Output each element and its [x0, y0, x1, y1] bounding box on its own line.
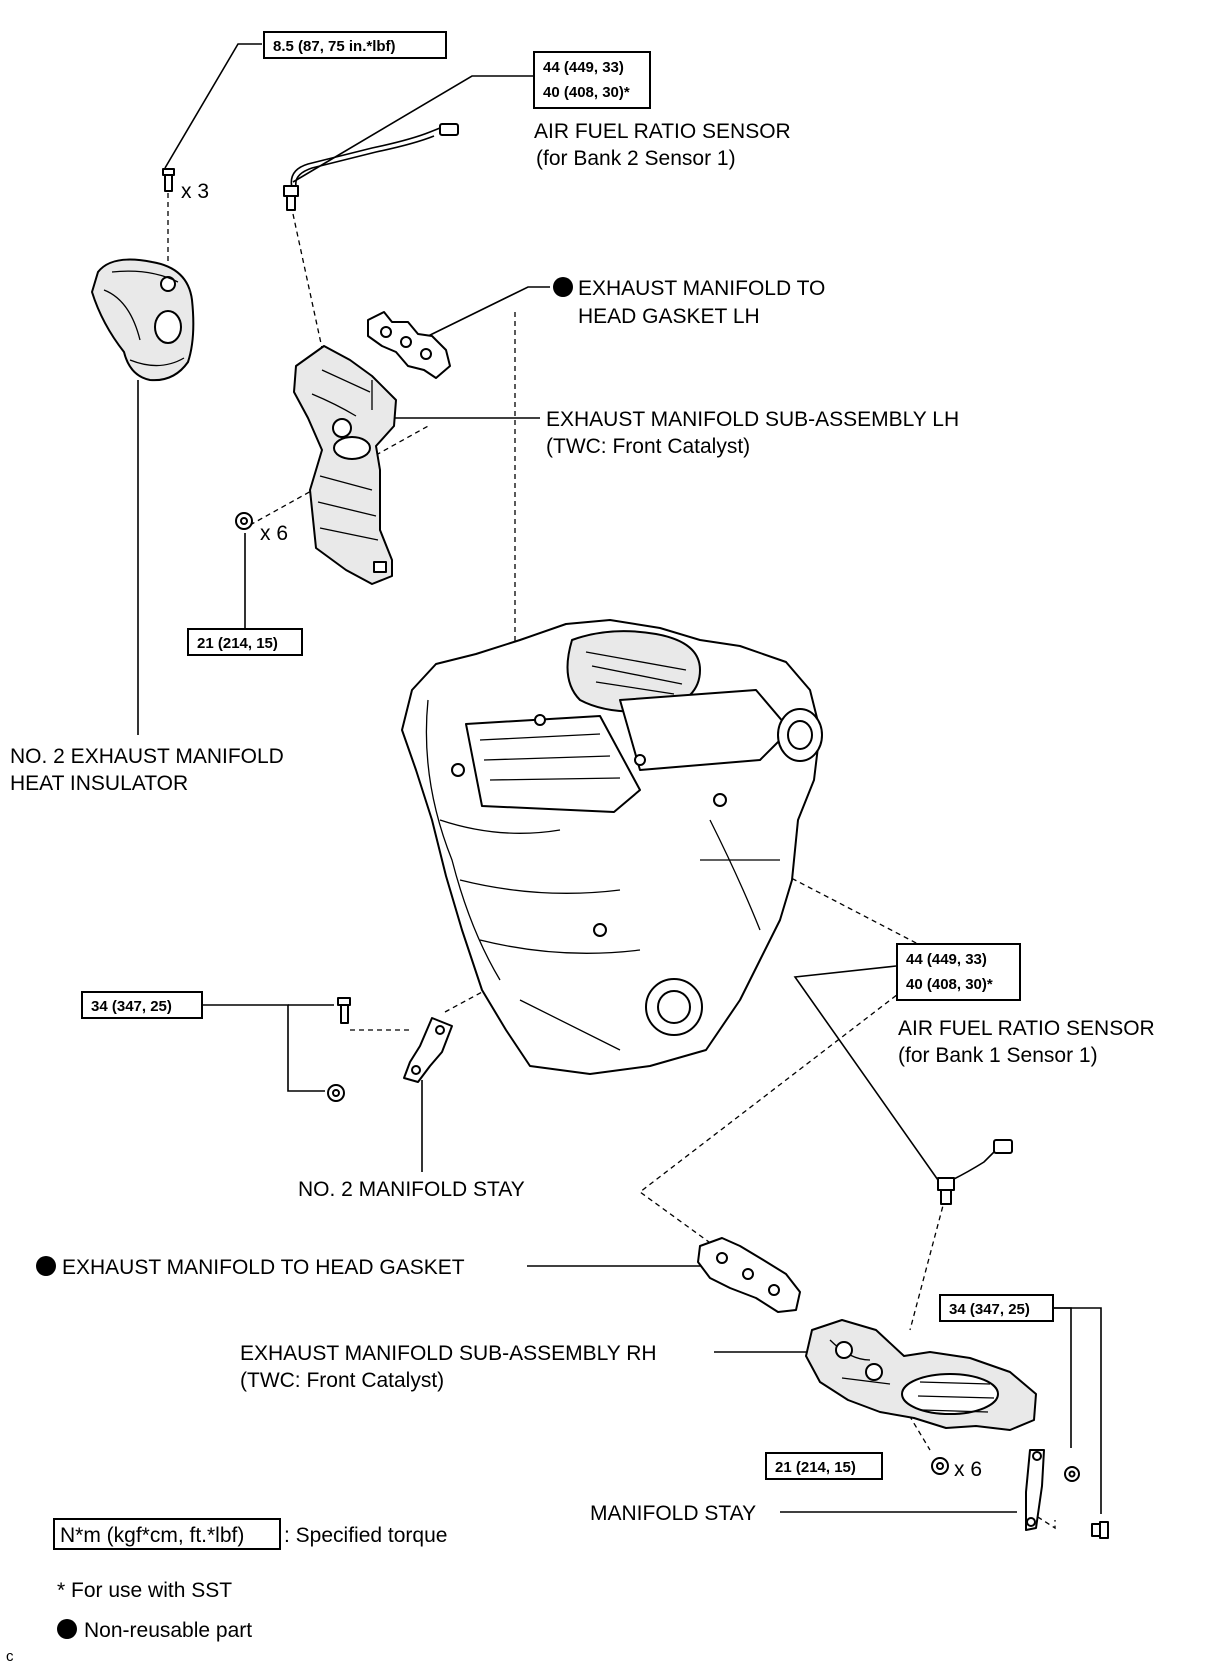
- exhaust-manifold-rh: [805, 1319, 1037, 1431]
- label-sensor-bank1-title: AIR FUEL RATIO SENSOR: [898, 1017, 1155, 1040]
- label-no2-stay: NO. 2 MANIFOLD STAY: [298, 1178, 525, 1201]
- qty-lh-nuts: x 6: [260, 522, 288, 545]
- legend-torque-box: [53, 1518, 281, 1550]
- nonreusable-mark-gasket-lh: [553, 277, 573, 297]
- legend-nonreusable-icon: [57, 1619, 77, 1639]
- label-gasket-lh-line1: EXHAUST MANIFOLD TO: [578, 277, 825, 300]
- torque-no2-stay-text: 34 (347, 25): [91, 998, 172, 1015]
- label-insulator-line2: HEAT INSULATOR: [10, 772, 188, 795]
- legend-torque-desc: : Specified torque: [284, 1524, 447, 1547]
- torque-insulator-text: 8.5 (87, 75 in.*lbf): [273, 38, 396, 55]
- label-manifold-rh-sub: (TWC: Front Catalyst): [240, 1369, 444, 1392]
- rh-stay-bolt: [1091, 1521, 1109, 1539]
- exhaust-manifold-lh: [293, 345, 397, 585]
- engine-assembly: [401, 619, 823, 1075]
- corner-mark: c: [6, 1648, 14, 1665]
- label-insulator-line1: NO. 2 EXHAUST MANIFOLD: [10, 745, 284, 768]
- label-manifold-lh-sub: (TWC: Front Catalyst): [546, 435, 750, 458]
- leader-lines: [137, 43, 1102, 1514]
- rh-nut: [931, 1457, 949, 1475]
- label-sensor-bank2-sub: (for Bank 2 Sensor 1): [536, 147, 736, 170]
- label-manifold-rh-title: EXHAUST MANIFOLD SUB-ASSEMBLY RH: [240, 1342, 657, 1365]
- label-gasket-lh-line2: HEAD GASKET LH: [578, 305, 760, 328]
- legend-nonreusable-text: Non-reusable part: [84, 1619, 252, 1642]
- no2-stay-bolt: [337, 997, 351, 1024]
- torque-lh-nut-text: 21 (214, 15): [197, 635, 278, 652]
- torque-insulator-bolt: 8.5 (87, 75 in.*lbf): [263, 31, 447, 59]
- heat-insulator: [91, 258, 195, 382]
- alignment-lines: [167, 193, 1056, 1530]
- qty-rh-nuts: x 6: [954, 1458, 982, 1481]
- af-sensor-bank2: [283, 123, 459, 211]
- no2-manifold-stay: [403, 1017, 453, 1083]
- torque-sensor-bank1-line2: 40 (408, 30)*: [906, 976, 993, 993]
- torque-rh-nut: 21 (214, 15): [765, 1452, 883, 1480]
- torque-no2-stay: 34 (347, 25): [81, 991, 203, 1019]
- legend: N*m (kgf*cm, ft.*lbf) : Specified torque…: [53, 1518, 447, 1642]
- label-manifold-lh-title: EXHAUST MANIFOLD SUB-ASSEMBLY LH: [546, 408, 959, 431]
- torque-sensor-bank1: 44 (449, 33) 40 (408, 30)*: [896, 943, 1021, 1001]
- af-sensor-bank1: [937, 1139, 1013, 1205]
- no2-stay-nut: [327, 1084, 345, 1102]
- label-sensor-bank2-title: AIR FUEL RATIO SENSOR: [534, 120, 791, 143]
- legend-sst-note: * For use with SST: [57, 1579, 232, 1602]
- gasket-rh: [697, 1237, 801, 1313]
- torque-sensor-bank1-line1: 44 (449, 33): [906, 951, 987, 968]
- torque-sensor-bank2: 44 (449, 33) 40 (408, 30)*: [533, 51, 651, 109]
- torque-rh-stay-text: 34 (347, 25): [949, 1301, 1030, 1318]
- label-sensor-bank1-sub: (for Bank 1 Sensor 1): [898, 1044, 1098, 1067]
- torque-rh-nut-text: 21 (214, 15): [775, 1459, 856, 1476]
- torque-sensor-bank2-line1: 44 (449, 33): [543, 59, 624, 76]
- insulator-bolt: [162, 168, 175, 192]
- label-manifold-stay: MANIFOLD STAY: [590, 1502, 756, 1525]
- torque-rh-stay: 34 (347, 25): [939, 1294, 1054, 1322]
- legend-torque-unit: N*m (kgf*cm, ft.*lbf): [60, 1524, 244, 1547]
- qty-insulator-bolts: x 3: [181, 180, 209, 203]
- rh-stay-nut: [1064, 1466, 1080, 1482]
- nonreusable-mark-gasket-rh: [36, 1256, 56, 1276]
- label-gasket-rh: EXHAUST MANIFOLD TO HEAD GASKET: [62, 1256, 465, 1279]
- torque-lh-nut: 21 (214, 15): [187, 628, 303, 656]
- gasket-lh: [367, 311, 451, 379]
- torque-sensor-bank2-line2: 40 (408, 30)*: [543, 84, 630, 101]
- manifold-stay: [1025, 1449, 1045, 1531]
- lh-nut: [235, 512, 253, 530]
